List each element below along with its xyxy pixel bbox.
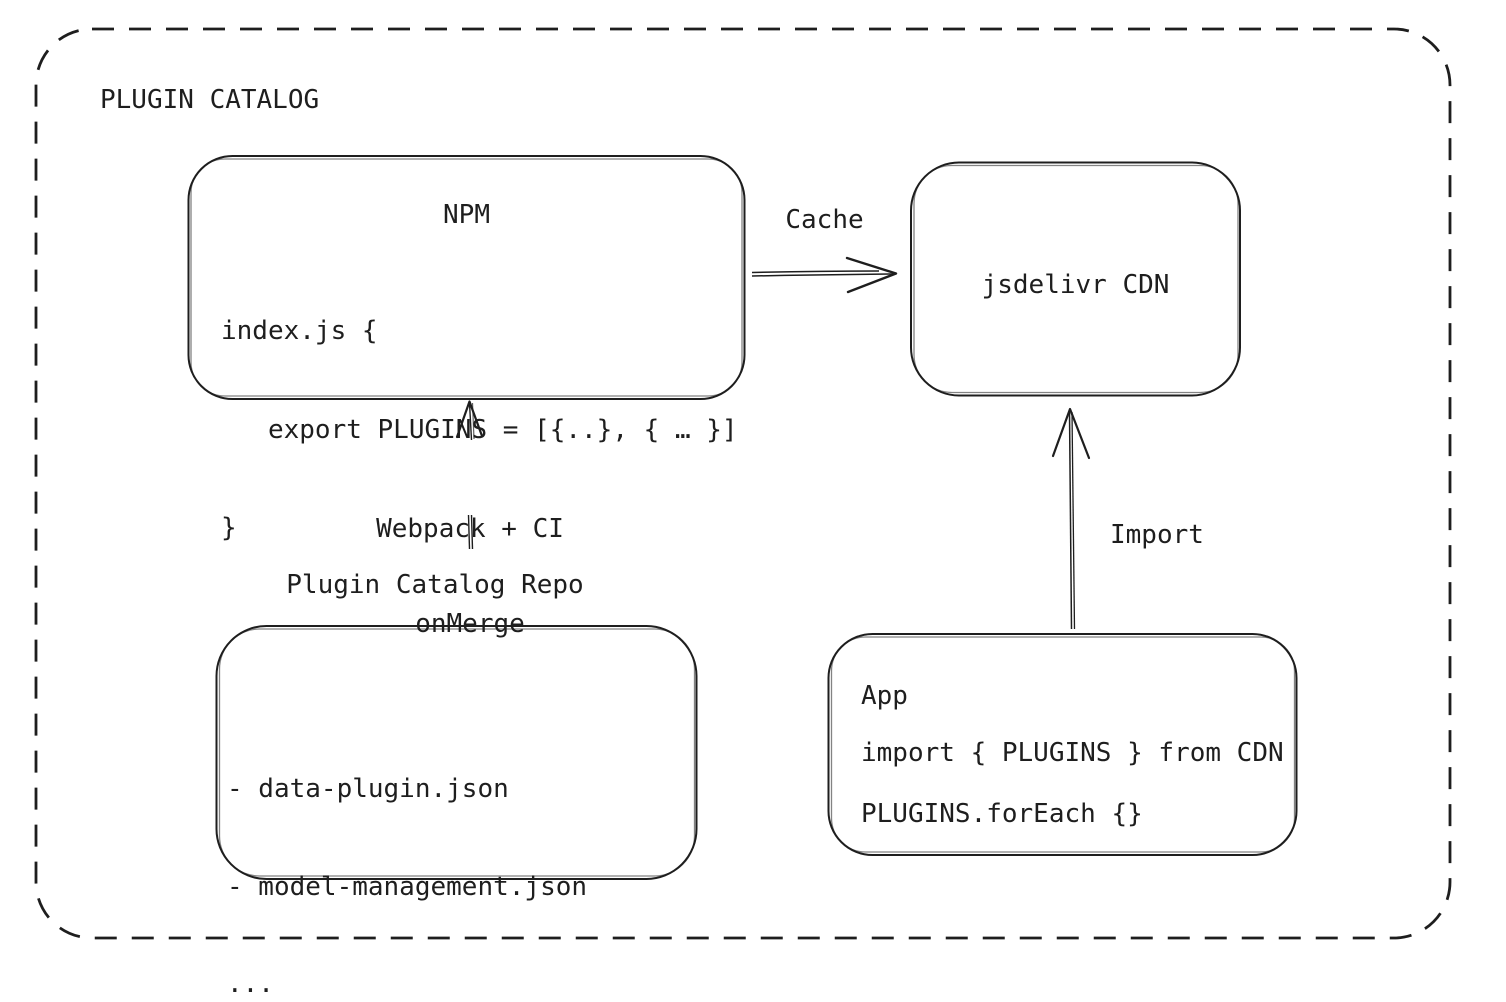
app-box xyxy=(829,634,1297,855)
cache-arrow-label: Cache xyxy=(785,205,864,235)
repo-title: Plugin Catalog Repo xyxy=(286,570,584,600)
app-title: App xyxy=(861,681,908,711)
cdn-box xyxy=(911,163,1240,396)
import-arrow xyxy=(1053,409,1089,629)
repo-file-item: - model-management.json xyxy=(227,871,588,902)
npm-box xyxy=(189,156,745,399)
build-arrow xyxy=(457,402,482,550)
build-arrow-label: Webpack + CI onMerge xyxy=(344,451,596,702)
npm-code-line: export PLUGINS = [{..}, { … }] xyxy=(221,414,738,445)
catalog-boundary xyxy=(36,29,1450,938)
build-arrow-label-line2: onMerge xyxy=(415,608,525,639)
cdn-label: jsdelivr CDN xyxy=(981,270,1170,300)
app-code-line: import { PLUGINS } from CDN xyxy=(861,738,1284,768)
npm-title: NPM xyxy=(443,200,490,230)
repo-file-item: - data-plugin.json xyxy=(227,774,509,805)
npm-code-line: index.js { xyxy=(221,316,378,347)
npm-code: index.js { export PLUGINS = [{..}, { … }… xyxy=(221,251,738,609)
cache-arrow xyxy=(752,258,896,292)
app-code-line: PLUGINS.forEach {} xyxy=(861,799,1143,829)
import-arrow-label: Import xyxy=(1110,520,1204,550)
repo-files: - data-plugin.json - model-management.js… xyxy=(227,710,587,1002)
repo-box xyxy=(217,626,697,879)
diagram-title: PLUGIN CATALOG xyxy=(100,85,320,115)
npm-code-line: } xyxy=(221,513,237,544)
build-arrow-label-line1: Webpack + CI xyxy=(376,514,564,545)
repo-file-item: ... xyxy=(227,969,274,1000)
